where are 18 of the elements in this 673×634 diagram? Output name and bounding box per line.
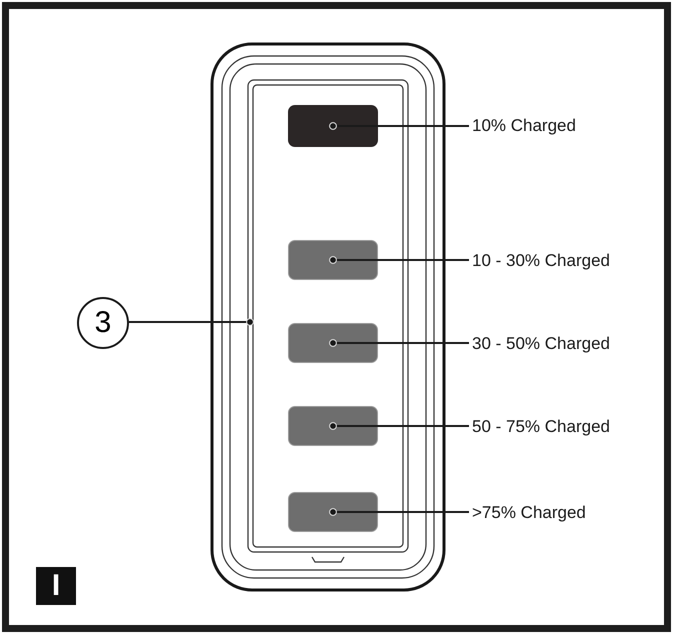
leader-line bbox=[129, 318, 254, 326]
indicator-light bbox=[288, 492, 378, 532]
indicator-light bbox=[288, 105, 378, 147]
charge-level-label: 10% Charged bbox=[472, 113, 622, 137]
charge-level-label: 30 - 50% Charged bbox=[472, 331, 632, 355]
charge-level-label: >75% Charged bbox=[472, 500, 612, 524]
leader-line bbox=[329, 339, 469, 347]
leader-line bbox=[329, 122, 469, 130]
callout-number: 3 bbox=[77, 297, 129, 349]
leader-line bbox=[329, 256, 469, 264]
indicator-light bbox=[288, 406, 378, 446]
indicator-light bbox=[288, 240, 378, 280]
indicator-light bbox=[288, 323, 378, 363]
leader-line bbox=[329, 422, 469, 430]
leader-line bbox=[329, 508, 469, 516]
charge-level-label: 50 - 75% Charged bbox=[472, 414, 632, 438]
figure-letter: I bbox=[36, 567, 76, 605]
charge-level-label: 10 - 30% Charged bbox=[472, 248, 632, 272]
